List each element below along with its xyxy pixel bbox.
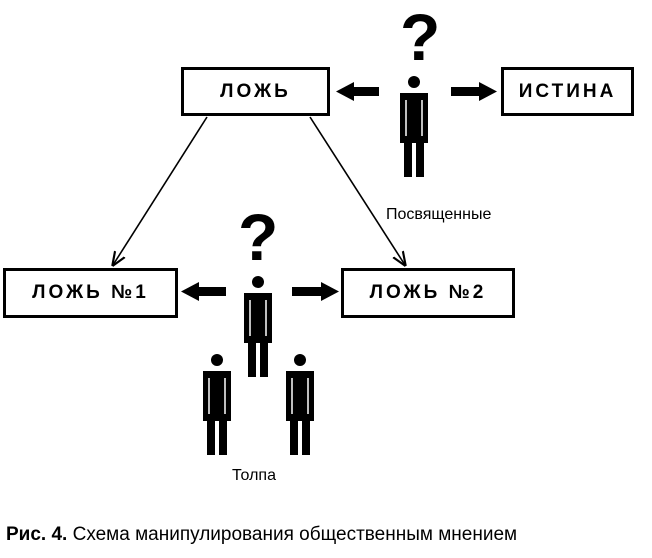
figure-caption-text: Схема манипулирования общественным мнени… [72,524,518,545]
person-icon [244,276,272,377]
figure-caption: Рис. 4. Схема манипулирования общественн… [6,524,517,546]
question-mark-icon: ? [400,0,441,74]
figure-number: Рис. 4. [6,524,68,545]
person-icon [286,354,314,455]
arrow-left-icon [181,282,226,301]
arrow-left-icon [336,82,379,101]
person-icon [203,354,231,455]
lie-2-box: ЛОЖЬ №2 [341,268,515,318]
question-mark-icon: ? [238,200,279,274]
arrow-right-icon [292,282,339,301]
arrow-lie-to-lie1 [113,116,208,265]
lie-box: ЛОЖЬ [181,67,330,116]
arrow-lie-to-lie2 [309,116,405,265]
arrow-right-icon [451,82,497,101]
person-icon [400,76,428,177]
initiated-label: Посвященные [386,206,492,223]
crowd-label: Толпа [232,467,276,484]
lie-1-box: ЛОЖЬ №1 [3,268,178,318]
truth-box: ИСТИНА [501,67,634,116]
